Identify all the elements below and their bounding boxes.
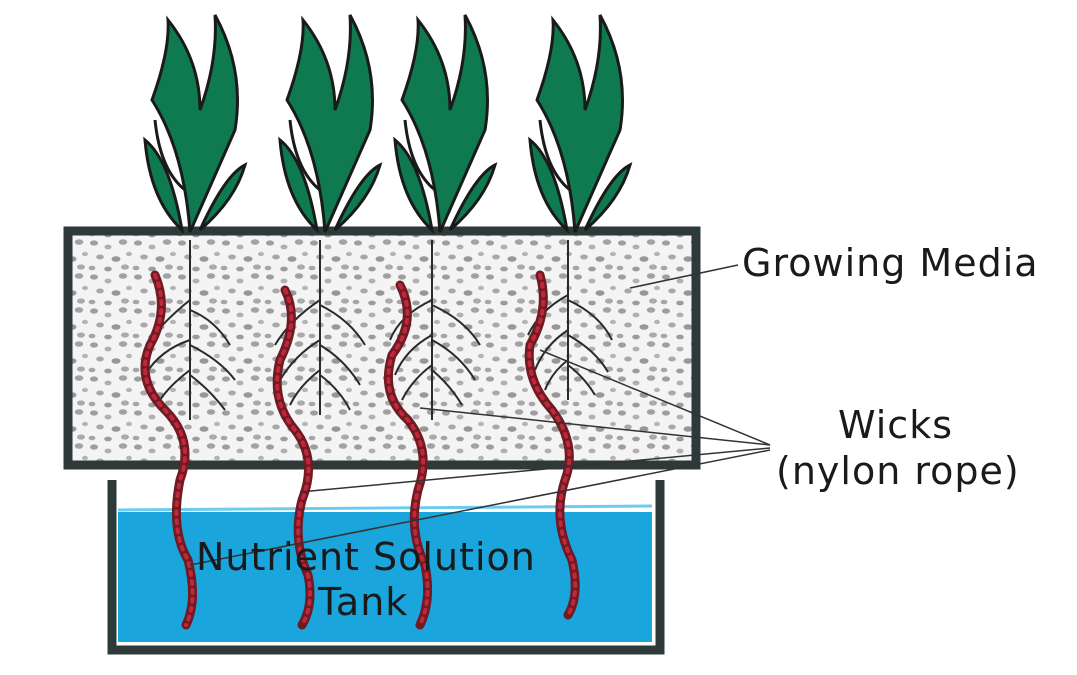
growing-media-label: Growing Media	[742, 241, 1039, 285]
plant-3	[393, 14, 498, 235]
plant-4	[528, 14, 633, 235]
leader-wick-d	[189, 449, 771, 566]
leader-lines	[189, 264, 771, 566]
leader-wick-a	[539, 349, 771, 446]
wicks-material-label: (nylon rope)	[776, 449, 1020, 493]
leader-wick-c	[299, 447, 771, 493]
tank-label-line1: Nutrient Solution	[196, 535, 536, 579]
plant-2	[278, 14, 383, 235]
leader-wick-b	[419, 407, 771, 446]
root-system-4	[527, 240, 613, 400]
wicks-label: Wicks	[838, 403, 953, 447]
tank-label-line2: Tank	[318, 580, 409, 624]
leader-growing-media	[629, 264, 739, 289]
plants	[143, 14, 633, 235]
wicks	[140, 270, 580, 630]
growing-media-tray	[63, 226, 701, 470]
root-system-3	[389, 240, 481, 420]
plant-1	[143, 14, 248, 235]
